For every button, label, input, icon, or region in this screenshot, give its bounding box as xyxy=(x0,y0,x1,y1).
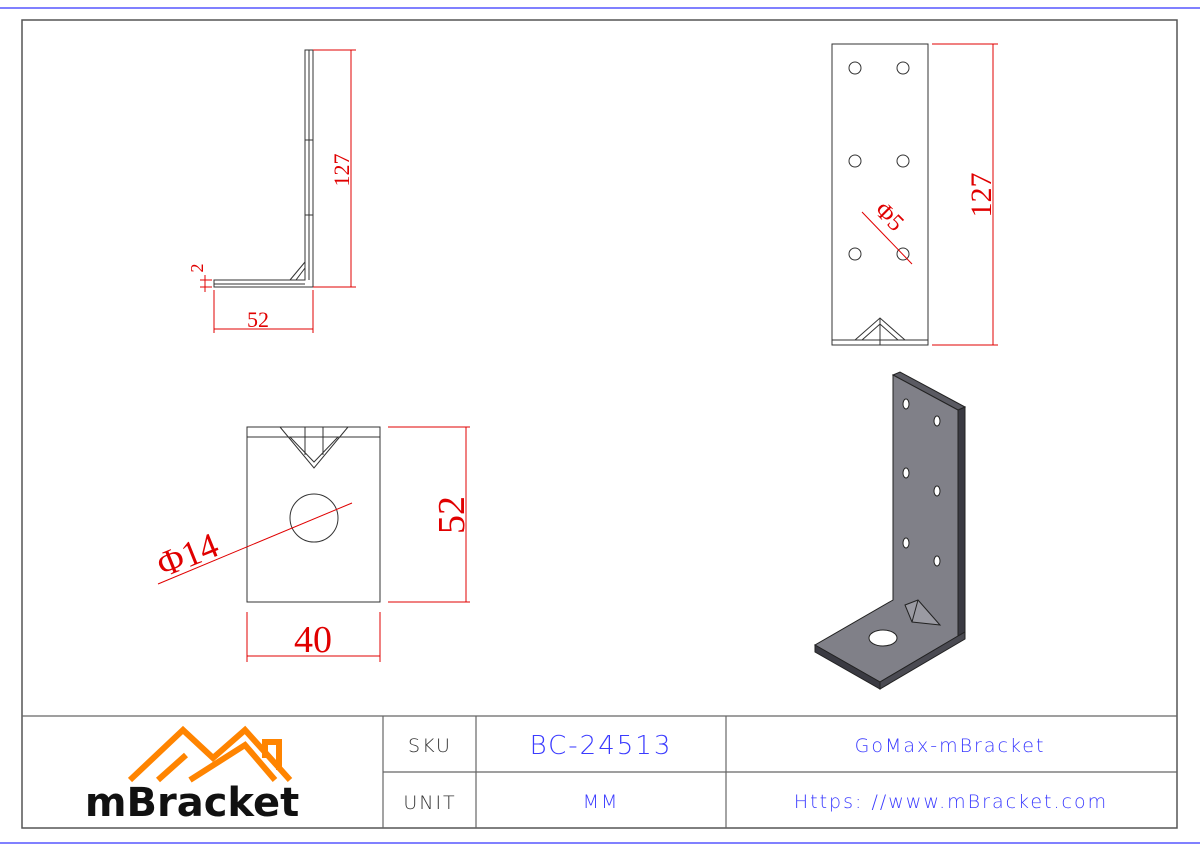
isometric-view xyxy=(813,371,967,690)
title-block xyxy=(22,715,1177,828)
bottom-height-dim: 52 xyxy=(431,496,473,534)
bottom-view xyxy=(246,426,381,603)
logo-house-icon xyxy=(127,725,293,783)
logo-text: mBracket xyxy=(85,780,299,826)
sku-label: SKU xyxy=(408,735,452,757)
side-width-dim: 52 xyxy=(247,307,269,332)
side-height-dim: 127 xyxy=(329,154,354,187)
bottom-width-dim: 40 xyxy=(294,619,332,661)
website-link[interactable]: Https: //www.mBracket.com xyxy=(794,791,1108,813)
side-view xyxy=(213,49,314,288)
product-name: GoMax-mBracket xyxy=(855,735,1046,757)
side-view-dimensions xyxy=(200,49,356,333)
drawing-frame xyxy=(21,19,1178,829)
front-view xyxy=(831,43,929,346)
unit-value: MM xyxy=(583,791,620,813)
bottom-view-dimensions xyxy=(157,426,470,662)
front-view-dimensions xyxy=(861,43,998,346)
sku-value: BC-24513 xyxy=(530,731,673,761)
front-height-dim: 127 xyxy=(965,173,998,218)
large-hole-dim: Φ14 xyxy=(151,525,224,585)
unit-label: UNIT xyxy=(403,792,456,814)
thickness-dim: 2 xyxy=(187,264,207,273)
small-hole-dim: Φ5 xyxy=(869,197,908,236)
